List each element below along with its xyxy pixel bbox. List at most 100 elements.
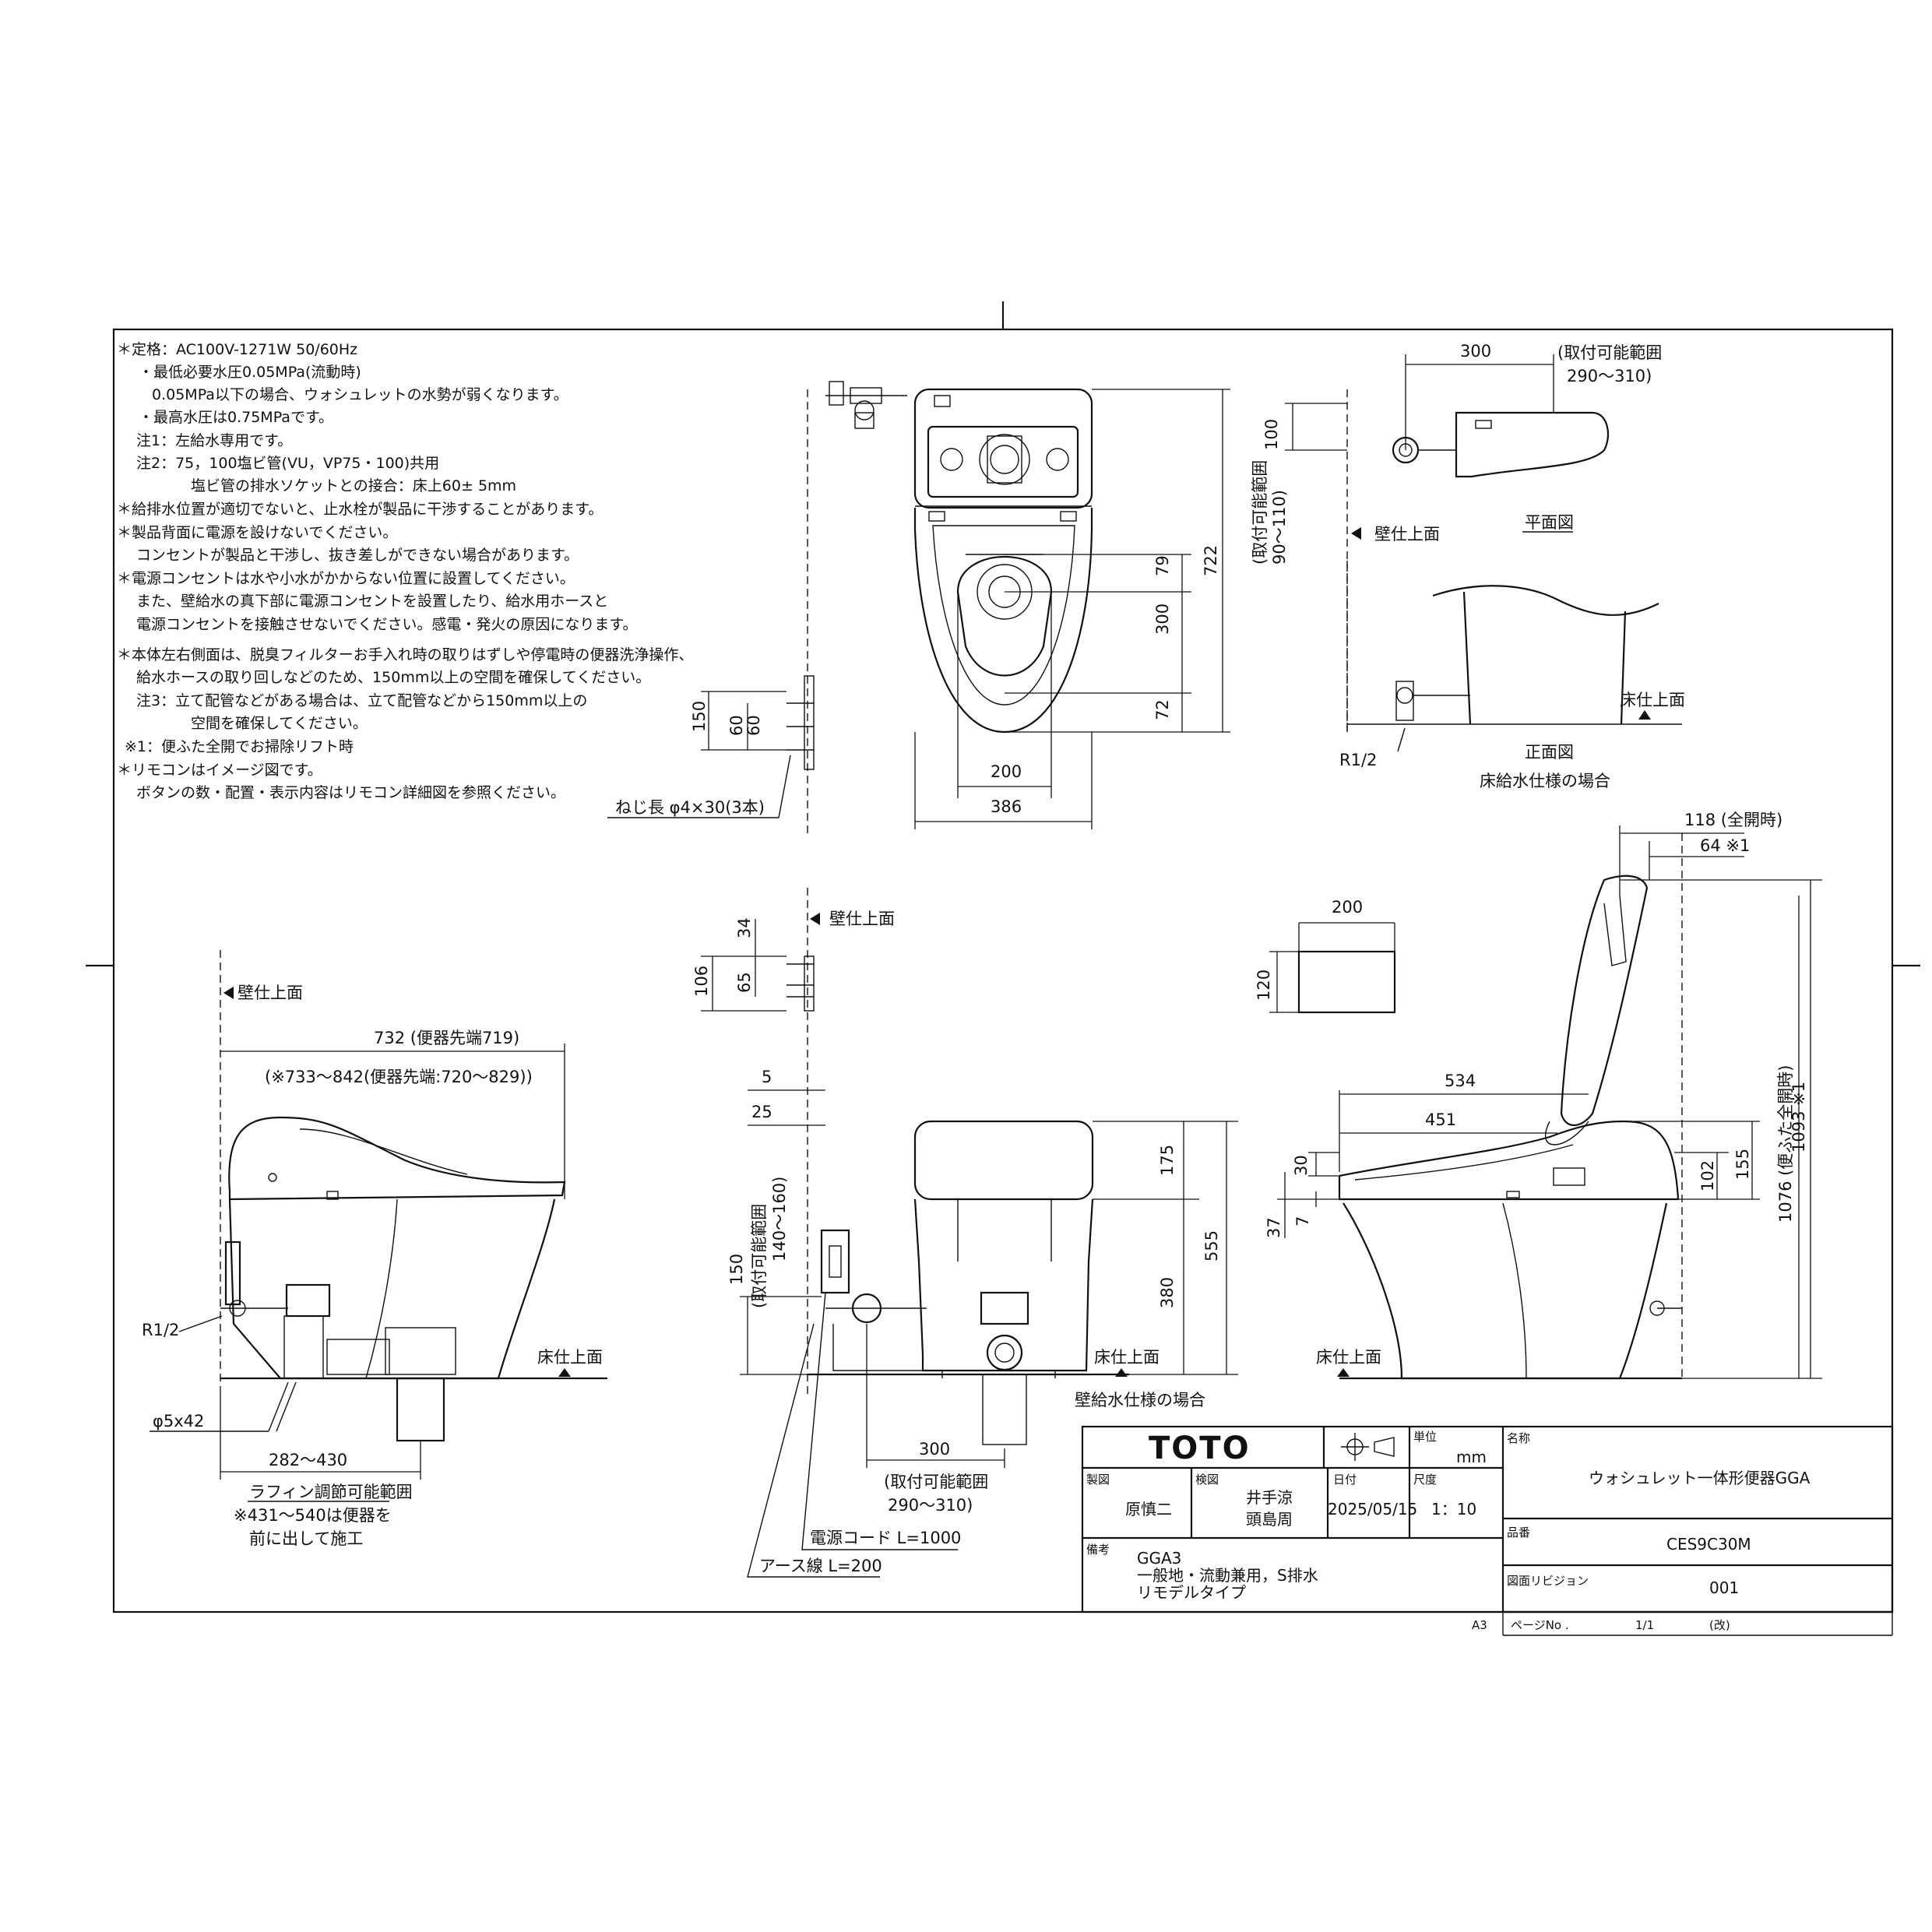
drawing-label: 65 (735, 972, 754, 993)
drawing-label: 注1：左給水専用です。 (136, 432, 292, 449)
drawing-label: 290～310) (1567, 367, 1652, 385)
drawing-label: 300 (919, 1440, 950, 1459)
drawing-label: 頭島周 (1246, 1510, 1293, 1529)
drawing-label: 尺度 (1413, 1473, 1437, 1487)
drawing-label: 前に出して施工 (249, 1529, 363, 1548)
drawing-label: 検図 (1195, 1473, 1219, 1487)
drawing-label: 2025/05/15 (1328, 1500, 1417, 1519)
drawing-label: 5 (762, 1068, 772, 1086)
sheet-border (112, 328, 1894, 1614)
drawing-label: 壁給水仕様の場合 (1075, 1391, 1205, 1409)
drawing-label: ・最高水圧は0.75MPaです。 (139, 409, 333, 426)
drawing-label: ＊電源コンセントは水や小水がかからない位置に設置してください。 (117, 570, 575, 587)
drawing-label: 平面図 (1525, 513, 1574, 532)
drawing-label: 118 (全開時) (1684, 811, 1782, 829)
drawing-label: 79 (1153, 555, 1172, 576)
drawing-label: ＊給排水位置が適切でないと、止水栓が製品に干渉することがあります。 (117, 501, 603, 518)
drawing-label: ※1：便ふた全開でお掃除リフト時 (125, 738, 354, 755)
drawing-label: 282～430 (269, 1451, 347, 1469)
drawing-label: 451 (1425, 1110, 1456, 1129)
drawing-label: 380 (1158, 1277, 1177, 1308)
drawing-label: R1/2 (1339, 751, 1377, 769)
top-view: 79 300 72 722 200 386 150 60 60 ねじ長 φ4×3… (607, 381, 1230, 833)
drawing-label: 製図 (1086, 1473, 1110, 1487)
drawing-label: コンセントが製品と干渉し、抜き差しができない場合があります。 (136, 547, 579, 564)
notes-block: ＊定格：AC100V-1271W 50/60Hz ・最低必要水圧0.05MPa(… (117, 341, 693, 801)
drawing-label: 106 (692, 966, 711, 997)
side-view-open: 118 (全開時) 64 ※1 床仕上面 534 451 30 37 7 (1265, 811, 1822, 1380)
drawing-label: A3 (1472, 1618, 1487, 1632)
drawing-label: 単位 (1413, 1430, 1437, 1444)
drawing-label: TOTO (1149, 1431, 1251, 1466)
drawing-label: 床仕上面 (1316, 1348, 1381, 1367)
drawing-label: (取付可能範囲 (1251, 460, 1269, 565)
drawing-label: 1：10 (1431, 1500, 1476, 1519)
drawing-label: 床給水仕様の場合 (1480, 772, 1610, 790)
drawing-label: 555 (1202, 1230, 1221, 1262)
drawing-label: 150 (727, 1254, 746, 1285)
drawing-label: 日付 (1333, 1473, 1357, 1487)
drawing-label: 原慎二 (1125, 1500, 1172, 1519)
drawing-label: 102 (1698, 1160, 1717, 1191)
drawing-label: ページNo . (1511, 1618, 1569, 1632)
drawing-label: 200 (991, 762, 1022, 781)
drawing-label: (取付可能範囲 (884, 1473, 988, 1491)
drawing-label: また、壁給水の真下部に電源コンセントを設置したり、給水用ホースと (136, 593, 608, 610)
drawing-label: 386 (991, 797, 1022, 816)
drawing-label: (取付可能範囲 (1557, 343, 1662, 362)
drawing-label: ウォシュレット一体形便器GGA (1589, 1469, 1811, 1487)
drawing-label: 30 (1292, 1155, 1311, 1176)
drawing-label: ＊定格：AC100V-1271W 50/60Hz (117, 341, 357, 358)
drawing-label: 64 ※1 (1700, 836, 1750, 855)
drawing-label: ＊リモコンはイメージ図です。 (117, 762, 322, 779)
drawing-label: (改) (1709, 1618, 1730, 1632)
drawing-label: ※431～540は便器を (234, 1506, 392, 1525)
drawing-label: 732 (便器先端719) (374, 1029, 519, 1047)
drawing-label: ＊製品背面に電源を設けないでください。 (117, 524, 397, 541)
drawing-label: ねじ長 φ4×30(3本) (615, 798, 765, 817)
drawing-label: 37 (1265, 1217, 1283, 1238)
drawing-label: 電源コード L=1000 (810, 1529, 961, 1547)
drawing-label: 注3：立て配管などがある場合は、立て配管などから150mm以上の (136, 692, 587, 709)
drawing-label: ボタンの数・配置・表示内容はリモコン詳細図を参照ください。 (136, 784, 565, 801)
drawing-label: 品番 (1507, 1526, 1530, 1540)
drawing-label: GGA3 (1137, 1549, 1181, 1568)
drawing-label: 200 (1332, 898, 1363, 917)
drawing-label: 備考 (1086, 1543, 1110, 1557)
drawing-label: ＊本体左右側面は、脱臭フィルターお手入れ時の取りはずしや停電時の便器洗浄操作、 (117, 646, 693, 663)
side-view: 壁仕上面 732 (便器先端719) (※733～842(便器先端:720～82… (142, 950, 607, 1548)
front-view: 床仕上面 R1/2 正面図 床給水仕様の場合 (1339, 561, 1685, 790)
drawing-label: 一般地・流動兼用，S排水 (1137, 1566, 1318, 1585)
drawing-label: 72 (1153, 699, 1172, 720)
back-view: 壁仕上面 106 34 65 5 25 床仕上面 (692, 888, 1238, 1578)
remote-box: 200 120 (1255, 898, 1396, 1014)
drawing-label: 175 (1158, 1145, 1177, 1176)
drawing-label: 壁仕上面 (829, 910, 895, 928)
drawing-label: 140～160) (770, 1177, 789, 1262)
drawing-label: 名称 (1507, 1431, 1530, 1445)
drawing-label: リモデルタイプ (1137, 1583, 1246, 1602)
drawing-label: 壁仕上面 (1374, 525, 1440, 544)
drawing-label: ・最低必要水圧0.05MPa(流動時) (139, 364, 361, 381)
drawing-label: CES9C30M (1666, 1535, 1751, 1554)
drawing-label: 正面図 (1525, 743, 1574, 762)
drawing-label: 120 (1255, 970, 1273, 1001)
drawing-label: 100 (1262, 419, 1281, 450)
drawing-label: 空間を確保してください。 (191, 715, 368, 732)
drawing-label: 25 (751, 1103, 772, 1121)
plan-view: 100 (取付可能範囲 90～110) 300 (取付可能範囲 290～310)… (1251, 342, 1662, 732)
drawing-label: 150 (690, 701, 709, 732)
drawing-label: アース線 L=200 (759, 1557, 882, 1575)
drawing-label: 60 (744, 715, 763, 736)
drawing-label: 001 (1709, 1578, 1739, 1597)
drawing-label: 0.05MPa以下の場合、ウォシュレットの水勢が弱くなります。 (152, 386, 568, 403)
drawing-label: 34 (735, 917, 754, 938)
drawing-label: ラフィン調節可能範囲 (249, 1483, 413, 1501)
drawing-label: 注2：75，100塩ビ管(VU，VP75・100)共用 (136, 455, 439, 472)
drawing-label: 300 (1153, 604, 1172, 635)
drawing-label: (取付可能範囲 (750, 1204, 769, 1308)
drawing-label: 壁仕上面 (238, 984, 303, 1002)
drawing-label: (※733～842(便器先端:720～829)) (265, 1068, 533, 1086)
drawing-label: 塩ビ管の排水ソケットとの接合：床上60± 5mm (191, 477, 516, 494)
